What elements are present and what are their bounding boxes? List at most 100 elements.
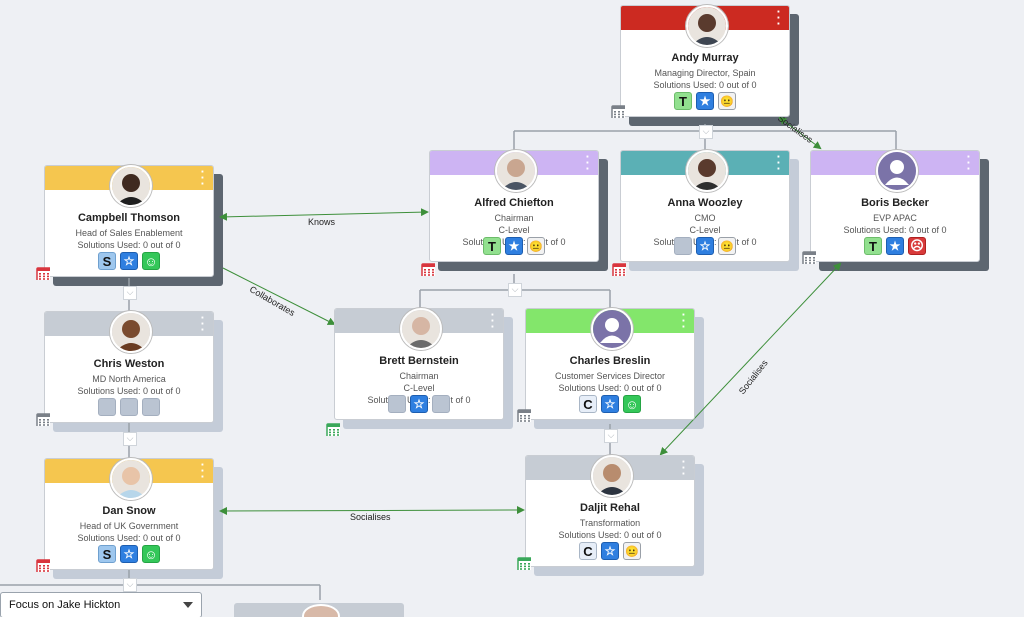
- person-name: Daljit Rehal: [580, 502, 640, 514]
- calendar-icon[interactable]: [36, 266, 50, 280]
- avatar: [400, 308, 442, 350]
- star-icon[interactable]: ★: [696, 92, 714, 110]
- badge-row: C☆😐: [526, 542, 694, 560]
- collapse-toggle[interactable]: ⌵: [604, 429, 618, 443]
- calendar-icon[interactable]: [517, 556, 531, 570]
- person-name: Campbell Thomson: [77, 212, 181, 224]
- more-options-icon[interactable]: ···: [490, 307, 495, 334]
- collapse-toggle[interactable]: ⌵: [123, 432, 137, 446]
- person-line1: Head of Sales Enablement: [75, 228, 183, 238]
- more-options-icon[interactable]: ···: [681, 307, 686, 334]
- status-badge-c[interactable]: C: [579, 395, 597, 413]
- smile-icon[interactable]: ☺: [142, 252, 160, 270]
- collapse-toggle[interactable]: ⌵: [123, 286, 137, 300]
- empty-badge[interactable]: [98, 398, 116, 416]
- star-outline-icon[interactable]: ☆: [410, 395, 428, 413]
- empty-badge[interactable]: [432, 395, 450, 413]
- badge-row: ☆: [335, 395, 503, 413]
- person-line1: CMO: [694, 213, 716, 223]
- star-outline-icon[interactable]: ☆: [120, 545, 138, 563]
- collapse-toggle[interactable]: ⌵: [123, 578, 137, 592]
- calendar-icon[interactable]: [36, 412, 50, 426]
- status-badge-c[interactable]: C: [579, 542, 597, 560]
- calendar-icon[interactable]: [611, 104, 625, 118]
- person-name: Brett Bernstein: [379, 355, 459, 367]
- star-outline-icon[interactable]: ☆: [696, 237, 714, 255]
- focus-select-value: Focus on Jake Hickton: [9, 599, 121, 611]
- collapse-toggle[interactable]: ⌵: [508, 283, 522, 297]
- person-line2: C-Level: [498, 225, 530, 235]
- calendar-icon[interactable]: [326, 422, 340, 436]
- avatar: [110, 311, 152, 353]
- sad-face-icon[interactable]: ☹: [908, 237, 926, 255]
- person-line2: C-Level: [403, 383, 435, 393]
- avatar: [495, 150, 537, 192]
- more-options-icon[interactable]: ···: [200, 164, 205, 191]
- badge-row: C☆☺: [526, 395, 694, 413]
- star-icon[interactable]: ★: [886, 237, 904, 255]
- calendar-icon[interactable]: [517, 408, 531, 422]
- empty-badge[interactable]: [388, 395, 406, 413]
- avatar: [686, 5, 728, 47]
- more-options-icon[interactable]: ···: [681, 454, 686, 481]
- avatar: [110, 458, 152, 500]
- more-options-icon[interactable]: ···: [776, 149, 781, 176]
- person-line2: Solutions Used: 0 out of 0: [653, 80, 757, 90]
- smile-icon[interactable]: ☺: [142, 545, 160, 563]
- calendar-icon[interactable]: [802, 250, 816, 264]
- badge-row: ☆😐: [621, 237, 789, 255]
- star-icon[interactable]: ★: [505, 237, 523, 255]
- smile-icon[interactable]: ☺: [623, 395, 641, 413]
- neutral-face-icon[interactable]: 😐: [527, 237, 545, 255]
- neutral-face-icon[interactable]: 😐: [718, 92, 736, 110]
- calendar-icon[interactable]: [36, 558, 50, 572]
- more-options-icon[interactable]: ···: [200, 457, 205, 484]
- empty-badge[interactable]: [142, 398, 160, 416]
- empty-badge[interactable]: [120, 398, 138, 416]
- status-badge-t[interactable]: T: [483, 237, 501, 255]
- calendar-icon[interactable]: [612, 262, 626, 276]
- status-badge-s[interactable]: S: [98, 545, 116, 563]
- status-badge-t[interactable]: T: [674, 92, 692, 110]
- avatar: [686, 150, 728, 192]
- edge-label-socialises: Socialises: [350, 512, 391, 522]
- star-outline-icon[interactable]: ☆: [601, 542, 619, 560]
- empty-badge[interactable]: [674, 237, 692, 255]
- collapse-toggle[interactable]: ⌵: [699, 125, 713, 139]
- badge-row: T★😐: [621, 92, 789, 110]
- calendar-icon[interactable]: [421, 262, 435, 276]
- badge-row: [45, 398, 213, 416]
- status-badge-s[interactable]: S: [98, 252, 116, 270]
- person-line1: Head of UK Government: [79, 521, 179, 531]
- focus-person-select[interactable]: Focus on Jake Hickton: [0, 592, 202, 617]
- person-line1: MD North America: [92, 374, 166, 384]
- star-outline-icon[interactable]: ☆: [601, 395, 619, 413]
- person-line2: Solutions Used: 0 out of 0: [77, 386, 181, 396]
- more-options-icon[interactable]: ···: [966, 149, 971, 176]
- more-options-icon[interactable]: ···: [585, 149, 590, 176]
- neutral-face-icon[interactable]: 😐: [718, 237, 736, 255]
- badge-row: T★😐: [430, 237, 598, 255]
- star-outline-icon[interactable]: ☆: [120, 252, 138, 270]
- person-line2: C-Level: [689, 225, 721, 235]
- neutral-face-icon[interactable]: 😐: [623, 542, 641, 560]
- status-badge-t[interactable]: T: [864, 237, 882, 255]
- person-line2: Solutions Used: 0 out of 0: [558, 530, 662, 540]
- badge-row: T★☹: [811, 237, 979, 255]
- person-name: Dan Snow: [102, 505, 156, 517]
- more-options-icon[interactable]: ···: [200, 310, 205, 337]
- more-options-icon[interactable]: ···: [776, 4, 781, 31]
- chevron-down-icon: [183, 602, 193, 608]
